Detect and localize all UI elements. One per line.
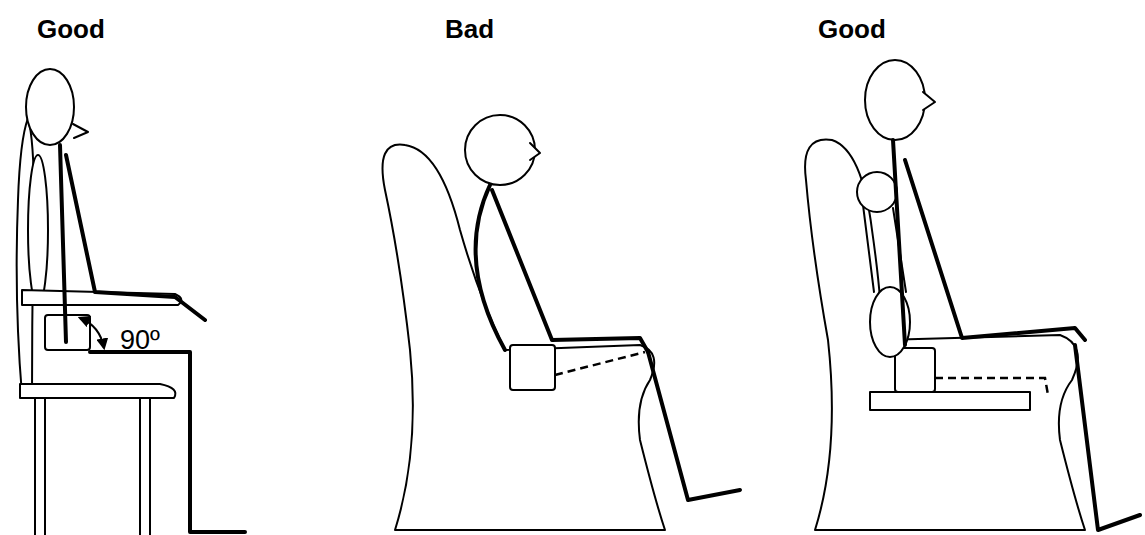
nose	[923, 92, 935, 110]
nose	[530, 143, 540, 160]
panel-heading: Bad	[445, 16, 494, 42]
arm	[66, 155, 205, 320]
chair-seat	[20, 384, 175, 398]
head	[26, 69, 74, 145]
chair-leg	[34, 398, 36, 535]
seat-cushion	[895, 348, 935, 392]
seat-board	[870, 392, 1030, 410]
nose	[73, 124, 88, 138]
angle-arc	[80, 318, 104, 348]
spine	[893, 140, 905, 345]
spine	[60, 145, 66, 342]
chair-leg	[44, 398, 46, 535]
thigh-hidden	[935, 378, 1048, 395]
seat-cushion	[510, 345, 555, 390]
armchair	[383, 145, 666, 530]
arm	[905, 160, 1085, 340]
angle-label: 90º	[120, 327, 160, 354]
leg	[648, 352, 740, 500]
leg	[90, 352, 245, 532]
leg	[1075, 345, 1140, 530]
arm	[492, 190, 648, 352]
panel-heading: Good	[37, 16, 105, 42]
panel-heading: Good	[818, 16, 886, 42]
head	[865, 60, 925, 140]
neck-cushion	[857, 172, 897, 212]
thigh-hidden	[555, 352, 645, 375]
lumbar-cushion	[28, 155, 48, 305]
chair-leg	[139, 398, 141, 535]
chair-leg	[149, 398, 151, 535]
armchair	[805, 140, 1085, 531]
head	[465, 115, 535, 185]
